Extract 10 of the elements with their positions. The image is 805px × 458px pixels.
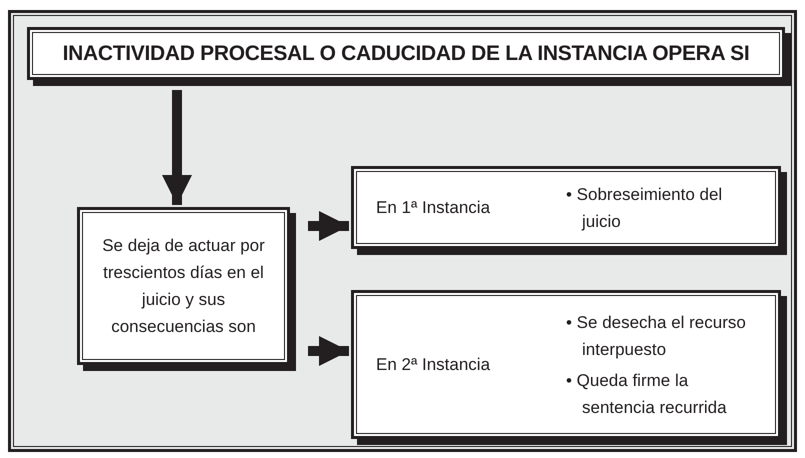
title-text: INACTIVIDAD PROCESAL O CADUCIDAD DE LA INSTANCIA OPERA SI [62, 42, 750, 66]
bullet-item: • Sobreseimiento del juicio [566, 184, 724, 232]
bullet-item: • Se desecha el recurso interpuesto [566, 312, 747, 360]
instance-label: En 1ª Instancia [375, 197, 492, 219]
arrow [308, 336, 349, 366]
instance-label: En 2ª Instancia [375, 354, 492, 376]
arrow [162, 90, 192, 205]
arrow [308, 211, 349, 241]
bullet-item: • Queda firme la sentencia recurrida [566, 370, 728, 418]
box-text: Se deja de actuar por trescientos días en el juicio y sus consecuencias son [102, 235, 265, 338]
